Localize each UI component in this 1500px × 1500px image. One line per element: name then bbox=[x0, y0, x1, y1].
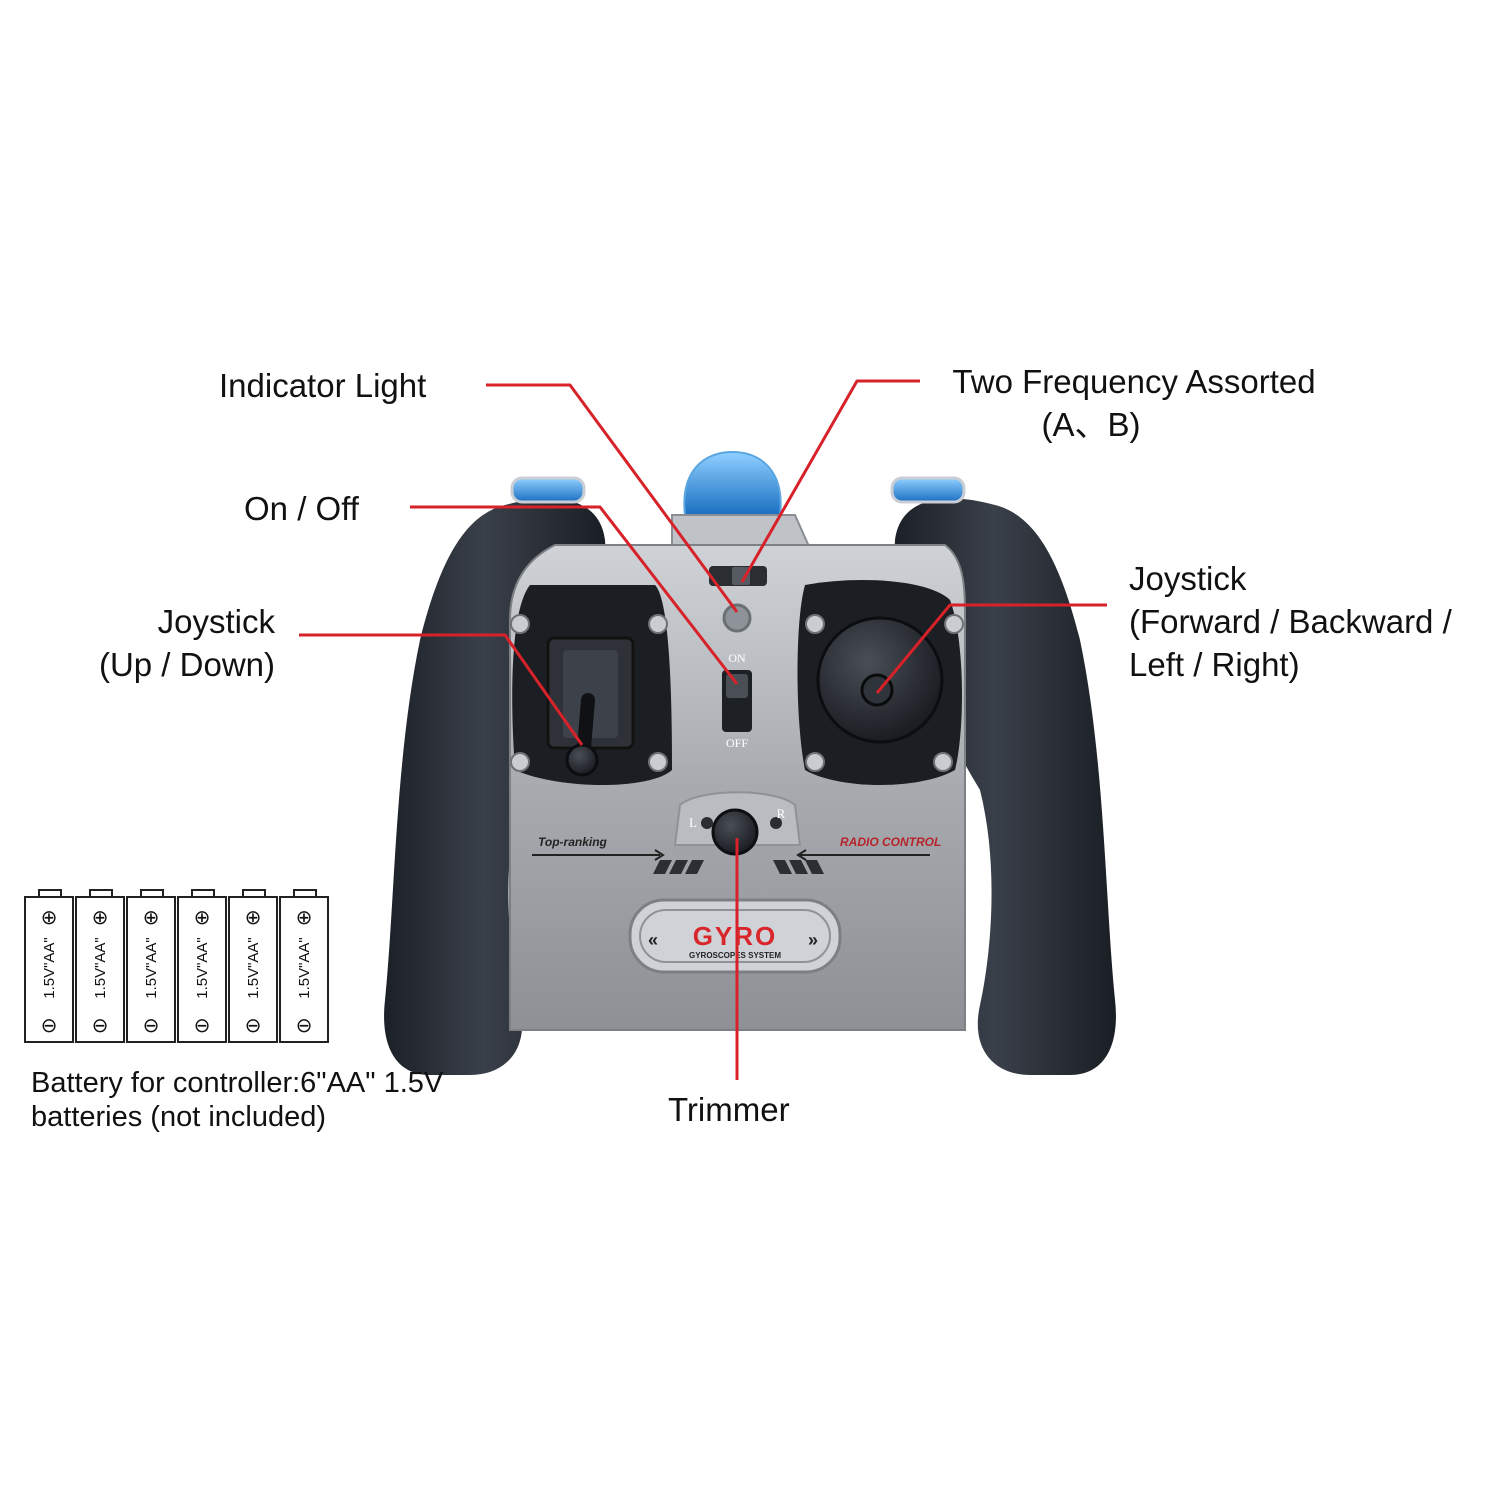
battery-cell: ⊕ ⊖ 1.5V"AA" bbox=[24, 889, 74, 1043]
frequency-switch-knob bbox=[732, 567, 750, 585]
leader-on-off bbox=[410, 505, 739, 685]
label-indicator-light: Indicator Light bbox=[219, 367, 427, 404]
panel-arrows bbox=[532, 849, 930, 861]
plate-screws bbox=[510, 614, 964, 772]
battery-caption-line1: Battery for controller:6"AA" 1.5V bbox=[31, 1067, 444, 1099]
battery-body bbox=[177, 896, 227, 1043]
gyro-badge-chevron-left: « bbox=[648, 930, 658, 950]
label-joystick-right-line3: Left / Right) bbox=[1129, 646, 1300, 683]
battery-cell-label: 1.5V"AA" bbox=[194, 937, 211, 999]
battery-minus-icon: ⊖ bbox=[194, 1013, 211, 1037]
right-shoulder-button bbox=[890, 476, 966, 504]
trimmer-side-dot-left bbox=[701, 817, 713, 829]
gyro-badge-subtitle: GYROSCOPES SYSTEM bbox=[689, 951, 781, 960]
label-joystick-left: Joystick (Up / Down) bbox=[60, 600, 275, 686]
battery-body bbox=[24, 896, 74, 1043]
battery-caption: Battery for controller:6"AA" 1.5V batter… bbox=[31, 1066, 443, 1134]
switch-off-label: OFF bbox=[726, 736, 748, 750]
label-joystick-right-line1: Joystick bbox=[1129, 560, 1247, 597]
leader-joystick-right bbox=[875, 603, 1107, 694]
gyro-badge-title: GYRO bbox=[693, 921, 778, 951]
battery-plus-icon: ⊕ bbox=[245, 905, 262, 929]
battery-minus-icon: ⊖ bbox=[41, 1013, 58, 1037]
battery-cell-label: 1.5V"AA" bbox=[41, 937, 58, 999]
battery-cell: ⊕ ⊖ 1.5V"AA" bbox=[279, 889, 329, 1043]
gyro-badge bbox=[628, 898, 842, 974]
battery-body bbox=[228, 896, 278, 1043]
battery-cell: ⊕ ⊖ 1.5V"AA" bbox=[228, 889, 278, 1043]
battery-caption-line2: batteries (not included) bbox=[31, 1101, 326, 1133]
battery-plus-icon: ⊕ bbox=[41, 905, 58, 929]
panel-right-text: RADIO CONTROL bbox=[840, 835, 941, 849]
battery-cell: ⊕ ⊖ 1.5V"AA" bbox=[126, 889, 176, 1043]
battery-body bbox=[279, 896, 329, 1043]
battery-plus-icon: ⊕ bbox=[92, 905, 109, 929]
battery-group: ⊕ ⊖ 1.5V"AA" ⊕ ⊖ 1.5V"AA" ⊕ ⊖ 1.5V"AA" ⊕ ⊖ 1.5V"AA"… bbox=[24, 889, 329, 1043]
label-trimmer: Trimmer bbox=[668, 1091, 790, 1128]
label-joystick-left-line2: (Up / Down) bbox=[98, 646, 275, 683]
battery-minus-icon: ⊖ bbox=[296, 1013, 313, 1037]
battery-plus-icon: ⊕ bbox=[194, 905, 211, 929]
label-joystick-left-line1: Joystick bbox=[157, 603, 275, 640]
battery-cell: ⊕ ⊖ 1.5V"AA" bbox=[75, 889, 125, 1043]
switch-on-label: ON bbox=[728, 651, 746, 665]
battery-cell: ⊕ ⊖ 1.5V"AA" bbox=[177, 889, 227, 1043]
left-joystick-knob bbox=[565, 743, 599, 777]
battery-body bbox=[126, 896, 176, 1043]
indicator-light bbox=[722, 603, 752, 633]
battery-minus-icon: ⊖ bbox=[143, 1013, 160, 1037]
leader-lines bbox=[299, 379, 1107, 1080]
trim-right-label: R bbox=[777, 806, 786, 821]
power-switch-knob bbox=[726, 674, 748, 698]
battery-cell-label: 1.5V"AA" bbox=[296, 937, 313, 999]
trimmer-side-dot-right bbox=[770, 817, 782, 829]
battery-minus-icon: ⊖ bbox=[245, 1013, 262, 1037]
panel-left-text: Top-ranking bbox=[538, 835, 608, 849]
battery-body bbox=[75, 896, 125, 1043]
gyro-badge-chevron-right: » bbox=[808, 930, 818, 950]
leader-joystick-left bbox=[299, 633, 584, 746]
leader-indicator-light bbox=[486, 383, 739, 613]
trimmer-knob bbox=[711, 808, 759, 856]
label-joystick-right-line2: (Forward / Backward / bbox=[1129, 603, 1452, 640]
label-two-frequency-line2: (A、B) bbox=[1041, 406, 1141, 443]
antenna-cap bbox=[683, 450, 782, 516]
battery-plus-icon: ⊕ bbox=[296, 905, 313, 929]
label-two-frequency-line1: Two Frequency Assorted bbox=[952, 363, 1316, 400]
label-two-frequency: Two Frequency Assorted (A、B) bbox=[936, 360, 1332, 446]
label-on-off: On / Off bbox=[244, 490, 359, 527]
panel-stripes bbox=[653, 860, 824, 874]
battery-cell-label: 1.5V"AA" bbox=[92, 937, 109, 999]
label-joystick-right: Joystick (Forward / Backward / Left / Ri… bbox=[1129, 557, 1452, 686]
battery-cell-label: 1.5V"AA" bbox=[245, 937, 262, 999]
battery-minus-icon: ⊖ bbox=[92, 1013, 109, 1037]
left-shoulder-button bbox=[510, 476, 586, 504]
trim-left-label: L bbox=[689, 815, 697, 830]
leader-two-frequency bbox=[740, 379, 920, 583]
battery-cell-label: 1.5V"AA" bbox=[143, 937, 160, 999]
battery-plus-icon: ⊕ bbox=[143, 905, 160, 929]
